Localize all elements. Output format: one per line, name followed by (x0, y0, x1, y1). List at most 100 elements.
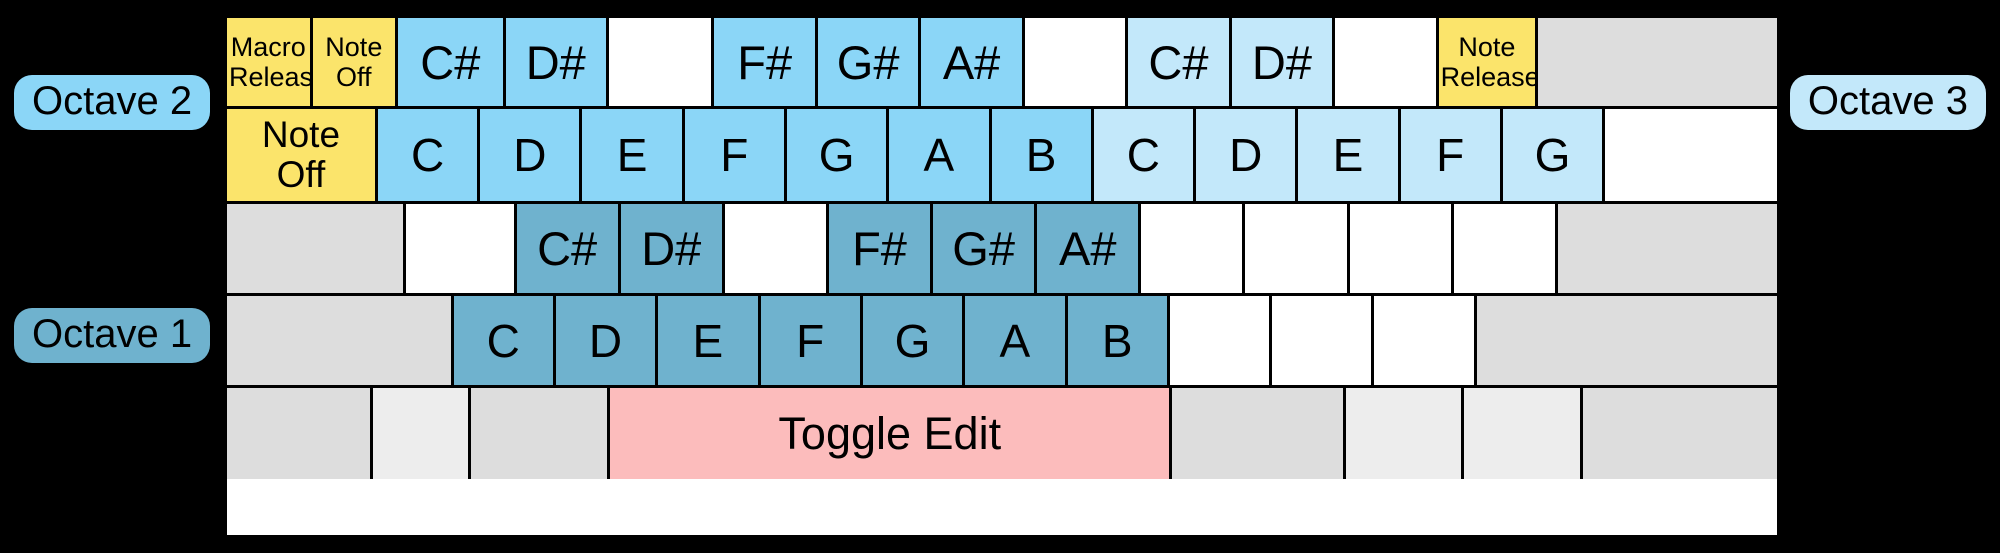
key-label: G (1534, 129, 1571, 181)
key-label: F# (737, 35, 793, 89)
key-asdf-row-blank-2 (405, 204, 517, 296)
key-qwerty-row-e[interactable]: E (1298, 109, 1401, 204)
key-label: C# (1148, 35, 1209, 89)
key-label: B (1101, 314, 1133, 367)
key-space-row-blank-8 (1582, 388, 1777, 479)
key-label: A# (1059, 222, 1117, 275)
octave-2-label: Octave 2 (14, 75, 211, 130)
octave-1-text: Octave 1 (32, 311, 193, 356)
keyboard-row-asdf-row: C# D# F# G# A# (227, 204, 1777, 296)
key-zxcv-row-c[interactable]: C (453, 296, 556, 388)
keyboard-row-number-row: MacroReleaseNoteOff C# D# F# G# A# C# D# NoteRel… (227, 18, 1777, 109)
key-qwerty-row-d[interactable]: D (480, 109, 583, 204)
key-asdf-row-blank-10 (1245, 204, 1350, 296)
key-qwerty-row-f[interactable]: F (684, 109, 787, 204)
key-asdf-row-csharp[interactable]: C# (516, 204, 621, 296)
key-qwerty-row-b[interactable]: B (991, 109, 1094, 204)
key-qwerty-row-e[interactable]: E (582, 109, 685, 204)
key-asdf-row-blank-11 (1349, 204, 1454, 296)
key-label: A# (942, 35, 1001, 89)
key-qwerty-row-c[interactable]: C (377, 109, 481, 204)
octave-3-text: Octave 3 (1807, 78, 1968, 123)
key-number-row-macro-release[interactable]: MacroRelease (227, 18, 313, 109)
key-number-row-csharp[interactable]: C# (398, 18, 506, 109)
key-label: D# (1251, 35, 1312, 89)
key-label: D (1229, 129, 1263, 181)
key-label: E (616, 129, 648, 181)
key-label: F (796, 314, 825, 367)
key-label: F (720, 129, 749, 181)
key-qwerty-row-g[interactable]: G (786, 109, 890, 204)
key-zxcv-row-f[interactable]: F (760, 296, 863, 388)
key-label: C# (420, 35, 481, 89)
key-space-row-blank-5 (1172, 388, 1346, 479)
key-number-row-blank-14 (1538, 18, 1777, 109)
key-number-row-blank-5 (608, 18, 715, 109)
key-label: C (410, 129, 445, 181)
key-qwerty-row-c[interactable]: C (1093, 109, 1197, 204)
key-zxcv-row-g[interactable]: G (862, 296, 966, 388)
key-label: D# (525, 35, 586, 89)
key-space-row-blank-2 (373, 388, 472, 479)
key-label: C (486, 314, 520, 367)
key-label: E (692, 314, 724, 367)
key-label: G (894, 314, 931, 367)
key-number-row-fsharp[interactable]: F# (714, 18, 818, 109)
key-number-row-gsharp[interactable]: G# (817, 18, 922, 109)
key-qwerty-row-d[interactable]: D (1196, 109, 1299, 204)
key-label: D (513, 129, 547, 181)
key-label: A (923, 129, 955, 181)
key-label: G# (952, 222, 1015, 275)
key-space-row-blank-7 (1464, 388, 1583, 479)
key-zxcv-row-blank-11 (1374, 296, 1477, 388)
key-asdf-row-asharp[interactable]: A# (1037, 204, 1142, 296)
key-asdf-row-blank-5 (724, 204, 829, 296)
key-qwerty-row-blank-14 (1605, 109, 1777, 204)
key-label: A (999, 314, 1031, 367)
key-number-row-dsharp[interactable]: D# (1231, 18, 1336, 109)
key-space-row-blank-1 (227, 388, 374, 479)
key-zxcv-row-e[interactable]: E (658, 296, 761, 388)
key-number-row-dsharp[interactable]: D# (505, 18, 609, 109)
key-space-row-toggle-edit[interactable]: Toggle Edit (610, 388, 1173, 479)
key-asdf-row-fsharp[interactable]: F# (828, 204, 934, 296)
key-zxcv-row-blank-10 (1272, 296, 1375, 388)
keyboard-row-space-row: Toggle Edit (227, 388, 1777, 479)
key-space-row-blank-3 (471, 388, 611, 479)
key-number-row-csharp[interactable]: C# (1128, 18, 1232, 109)
keyboard-grid: MacroReleaseNoteOffC#D#F#G#A#C#D#NoteRel… (223, 14, 1781, 539)
key-number-row-asharp[interactable]: A# (921, 18, 1025, 109)
key-label: D# (641, 222, 702, 275)
key-zxcv-row-blank-1 (227, 296, 454, 388)
key-label: C (1126, 129, 1161, 181)
key-label: G# (836, 35, 900, 89)
key-qwerty-row-g[interactable]: G (1502, 109, 1606, 204)
key-asdf-row-blank-13 (1557, 204, 1777, 296)
key-zxcv-row-b[interactable]: B (1067, 296, 1170, 388)
key-label: E (1332, 129, 1364, 181)
key-label: MacroRelease (229, 31, 313, 92)
octave-3-label: Octave 3 (1789, 75, 1986, 130)
octave-2-text: Octave 2 (32, 78, 193, 123)
key-label: B (1025, 129, 1057, 181)
key-zxcv-row-d[interactable]: D (555, 296, 659, 388)
key-qwerty-row-f[interactable]: F (1400, 109, 1503, 204)
key-number-row-blank-12 (1335, 18, 1439, 109)
key-asdf-row-dsharp[interactable]: D# (620, 204, 725, 296)
key-asdf-row-blank-9 (1141, 204, 1246, 296)
key-zxcv-row-a[interactable]: A (965, 296, 1068, 388)
key-asdf-row-blank-12 (1453, 204, 1558, 296)
key-number-row-blank-9 (1024, 18, 1129, 109)
key-asdf-row-gsharp[interactable]: G# (933, 204, 1038, 296)
key-qwerty-row-a[interactable]: A (889, 109, 992, 204)
key-zxcv-row-blank-12 (1476, 296, 1777, 388)
